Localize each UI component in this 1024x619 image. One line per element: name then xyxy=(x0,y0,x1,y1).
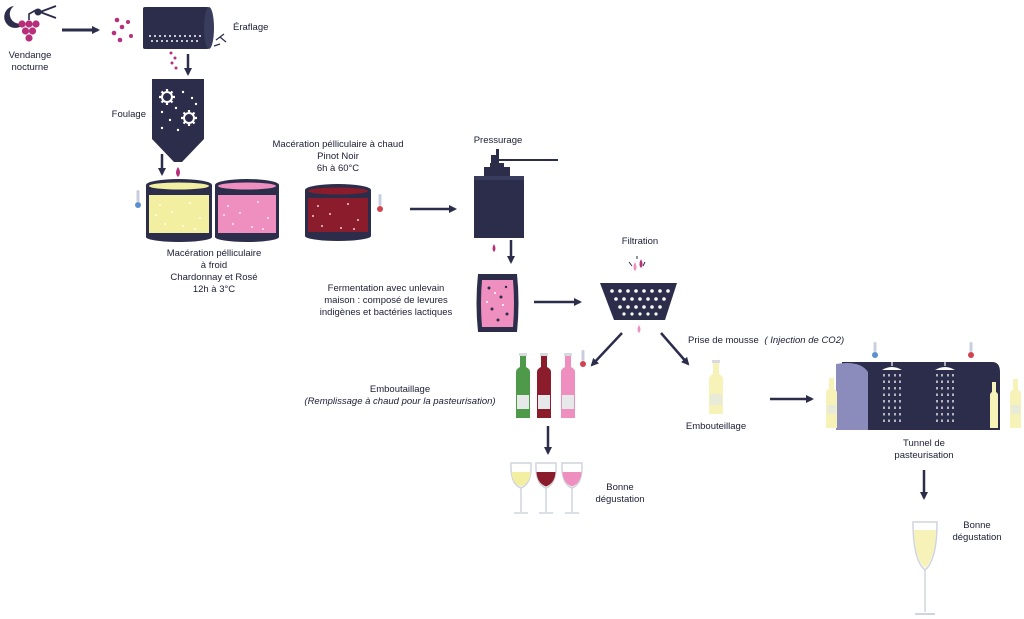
arrow-filtration-prise-mousse xyxy=(660,332,690,366)
tunnel-bottle-in xyxy=(826,378,837,428)
label-embouteillage-gauche-text: Emboutaillage xyxy=(369,384,431,395)
label-maceration-froid-line2: à froid xyxy=(200,260,228,271)
three-wine-bottles xyxy=(516,350,586,418)
grapes-moon-icon xyxy=(4,6,40,42)
label-eraflage: Éraflage xyxy=(233,22,268,34)
label-maceration-froid-line4: 12h à 3°C xyxy=(192,284,236,295)
label-filtration: Filtration xyxy=(612,236,668,248)
label-pressurage-text: Pressurage xyxy=(473,135,523,146)
label-maceration-froid-line3: Chardonnay et Rosé xyxy=(170,272,258,283)
destemmer-icon xyxy=(111,7,227,70)
label-maceration-froid: Macération pélliculaire à froid Chardonn… xyxy=(144,248,284,296)
label-filtration-text: Filtration xyxy=(621,236,659,247)
tunnel-bottle-out-1 xyxy=(990,382,998,428)
green-bottle xyxy=(516,353,530,418)
thermometer-hot-icon xyxy=(377,194,383,212)
label-fermentation-line3: indigènes et bactéries lactiques xyxy=(319,307,453,318)
tunnel-bottle-out-2 xyxy=(1010,379,1021,428)
label-tunnel-line1: Tunnel de xyxy=(903,438,945,449)
label-prise-mousse: Prise de mousse ( Injection de CO2) xyxy=(688,335,844,347)
thermometer-bottling-icon xyxy=(580,350,586,367)
label-embouteillage-gauche: Emboutaillage (Remplissage à chaud pour … xyxy=(290,384,510,408)
thermometer-cold-tunnel-icon xyxy=(872,342,878,358)
three-wine-glasses xyxy=(510,462,583,514)
chardonnay-tank xyxy=(146,179,212,242)
label-embouteillage-droite-text: Embouteillage xyxy=(685,421,747,432)
label-fermentation: Fermentation avec unlevain maison : comp… xyxy=(306,283,466,319)
arrow-filtration-embouteillage-gauche xyxy=(590,332,623,367)
label-degustation-gauche-line1: Bonne xyxy=(606,482,634,493)
label-foulage-text: Foulage xyxy=(111,109,146,120)
label-prise-mousse-text: Prise de mousse xyxy=(688,335,759,346)
red-bottle xyxy=(537,353,551,418)
label-tunnel: Tunnel de pasteurisation xyxy=(876,438,972,462)
pruning-shears-icon xyxy=(34,5,57,19)
label-maceration-froid-line1: Macération pélliculaire xyxy=(166,248,262,259)
press-icon xyxy=(474,149,558,252)
label-fermentation-line2: maison : composé de levures xyxy=(324,295,448,306)
label-degustation-droite: Bonne dégustation xyxy=(942,520,1012,544)
label-degustation-droite-line2: dégustation xyxy=(952,532,1002,543)
white-wine-glass xyxy=(510,462,532,514)
rose-tank xyxy=(215,179,279,242)
label-prise-mousse-note: ( Injection de CO2) xyxy=(764,335,845,346)
label-embouteillage-gauche-note: (Remplissage à chaud pour la pasteurisat… xyxy=(304,396,496,407)
label-fermentation-line1: Fermentation avec unlevain xyxy=(327,283,445,294)
label-maceration-chaud-line2: Pinot Noir xyxy=(317,151,359,162)
label-tunnel-line2: pasteurisation xyxy=(894,450,954,461)
label-pressurage: Pressurage xyxy=(468,135,528,147)
label-maceration-chaud-line3: 6h à 60°C xyxy=(316,163,360,174)
pasteurisation-tunnel xyxy=(826,342,1021,430)
thermometer-cold-icon xyxy=(135,190,141,208)
label-foulage: Foulage xyxy=(96,109,146,121)
crusher-icon xyxy=(152,79,204,177)
label-embouteillage-droite: Embouteillage xyxy=(678,421,754,433)
rose-wine-glass xyxy=(561,462,583,514)
thermometer-hot-tunnel-icon xyxy=(968,342,974,358)
sparkling-bottle xyxy=(709,360,723,414)
champagne-flute xyxy=(912,521,938,615)
label-degustation-gauche-line2: dégustation xyxy=(595,494,645,505)
rose-bottle xyxy=(561,353,575,418)
label-degustation-gauche: Bonne dégustation xyxy=(585,482,655,506)
pinot-noir-tank xyxy=(305,184,371,241)
label-maceration-chaud-line1: Macération pélliculaire à chaud xyxy=(272,139,404,150)
label-degustation-droite-line1: Bonne xyxy=(963,520,991,531)
label-vendange-line1: Vendange xyxy=(8,50,52,61)
label-vendange: Vendange nocturne xyxy=(2,50,58,74)
fermentation-barrel xyxy=(476,274,519,332)
filter-icon xyxy=(600,256,677,333)
red-wine-glass xyxy=(535,462,557,514)
label-maceration-chaud: Macération pélliculaire à chaud Pinot No… xyxy=(260,139,416,175)
label-vendange-line2: nocturne xyxy=(11,62,49,73)
label-eraflage-text: Éraflage xyxy=(233,22,269,33)
